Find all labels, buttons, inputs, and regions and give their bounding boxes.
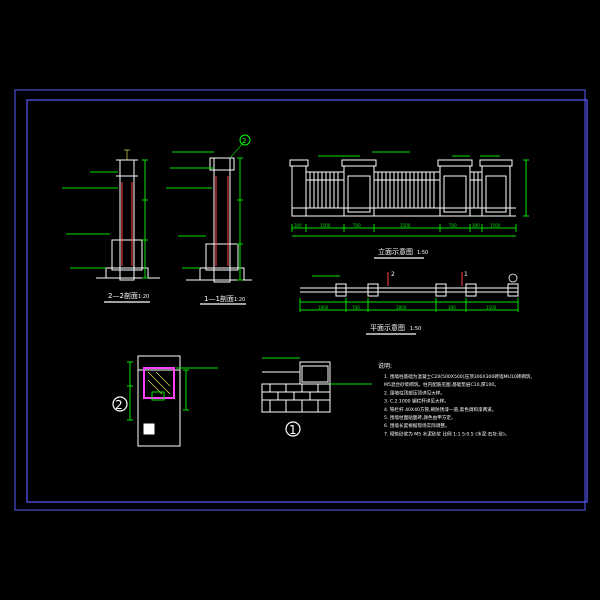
elevation-view — [289, 151, 529, 237]
elevation-dim-5: 700 — [449, 223, 457, 228]
plan-axis-circle — [508, 273, 518, 283]
elevation-dim-6: 3500 — [400, 223, 411, 228]
section-1-1-label: 1—1剖面 — [204, 294, 234, 303]
detail-2-number: 2 — [115, 398, 123, 412]
note-line: 4. 铁栏杆 40X40方管,刷防锈漆一道,黑色调和漆两道。 — [384, 406, 496, 413]
plan-view — [299, 272, 519, 312]
elevation-dim-9: 1500 — [490, 223, 501, 228]
detail-1-number: 1 — [289, 423, 297, 437]
notes-list: 1. 围墙柱基础为混凝土C20(500X500)压顶300X300砖墙MU10砖… — [384, 373, 533, 437]
detail-2-marker — [112, 396, 128, 412]
detail-1-marker — [285, 421, 301, 437]
plan-section-mark-2: 2 — [391, 271, 395, 278]
plan-label: 平面示意图 — [370, 323, 405, 332]
elevation-scale: 1:50 — [417, 250, 428, 256]
plan-dim-12: 300 — [448, 305, 456, 310]
note-line: 5. 围墙柱面贴面砖,颜色由甲方定。 — [384, 414, 456, 421]
plan-scale: 1:50 — [410, 326, 421, 332]
notes-heading: 说明: — [378, 362, 392, 370]
plan-dim-10: 700 — [352, 305, 360, 310]
drawing-frame — [14, 89, 588, 511]
section-2-2-label: 2—2剖面 — [108, 291, 138, 300]
callout-circle — [239, 134, 251, 146]
section-2-2-scale: 1:20 — [138, 294, 149, 300]
elevation-dim-7: 300 — [472, 223, 480, 228]
note-line: 6. 围墙长度根据现场实际调整。 — [384, 422, 450, 429]
plan-dim-8: 1800 — [318, 305, 329, 310]
note-line: 2. 围墙柱顶部压顶详见大样。 — [384, 389, 445, 396]
section-2-2-view — [62, 149, 160, 281]
elevation-dim-2: 1500 — [320, 223, 331, 228]
callout-number: 2 — [242, 137, 246, 145]
detail-1-view — [261, 357, 372, 413]
note-line: 1. 围墙柱基础为混凝土C20(500X500)压顶300X300砖墙MU10砖… — [384, 373, 533, 380]
section-1-1-scale: 1:20 — [234, 297, 245, 303]
section-1-1-view — [166, 141, 252, 283]
detail-2-view — [127, 355, 218, 447]
note-line: 3. C.2.1000 钢栏杆详见大样。 — [384, 398, 449, 405]
elevation-label: 立面示意图 — [378, 247, 413, 256]
note-line: 7. 砌筑砂浆为 M5 水泥砂浆 比例 1:1.5:0.5 (水泥:石灰:砂)。 — [384, 430, 509, 437]
plan-section-mark-1: 1 — [464, 271, 468, 278]
plan-dim-4: 1500 — [486, 305, 497, 310]
note-line: M5混合砂浆砌筑。柱内配筋见图,基础垫层C10,厚100。 — [384, 381, 499, 388]
plan-dim-11: 2800 — [396, 305, 407, 310]
elevation-dim-1: 300 — [294, 223, 302, 228]
elevation-dim-3: 700 — [353, 223, 361, 228]
